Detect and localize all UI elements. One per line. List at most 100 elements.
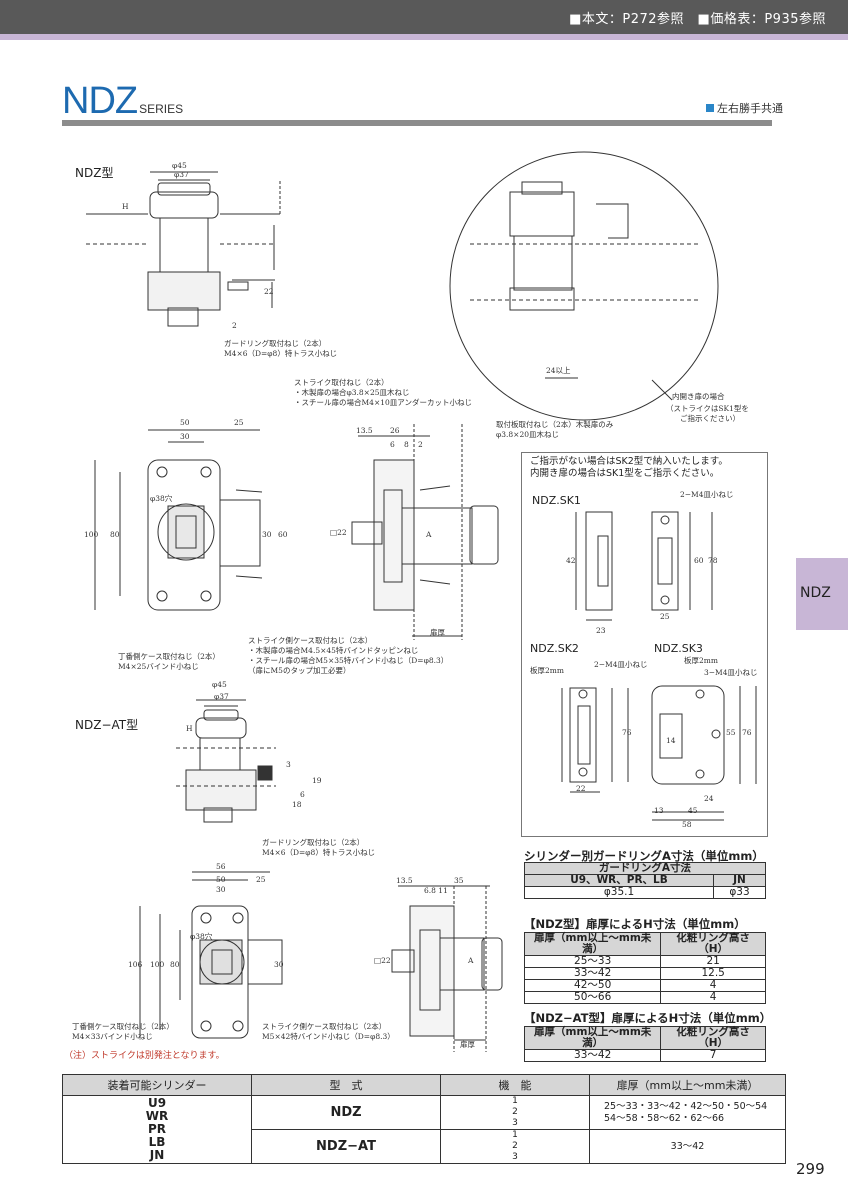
common-note: 左右勝手共通 — [706, 100, 783, 116]
dim-2: 2 — [232, 321, 237, 330]
sk3-drawing — [652, 686, 756, 820]
at-dim-25: 25 — [256, 875, 266, 884]
spec-col-function: 機 能 — [440, 1074, 590, 1096]
function-ndzat: 1 2 3 — [440, 1129, 590, 1164]
hinge-screw-note-2: M4×25バインド小ねじ — [118, 662, 199, 671]
table-cell: 7 — [660, 1049, 766, 1062]
table-cell: 42〜50 — [523, 979, 662, 992]
ndzat-front-view — [140, 872, 282, 1038]
dim-phi45: φ45 — [172, 161, 187, 170]
at-dim-hole: φ38穴 — [190, 932, 213, 941]
side-tab: NDZ — [796, 558, 848, 630]
strike-note-2: 内開き扉の場合はSK1型をご指示ください。 — [530, 468, 720, 479]
ndz-front-view — [95, 430, 262, 610]
ndz-h-col-2: 化粧リング高さ（H） — [660, 932, 766, 956]
page-references: ■本文：P272参照 ■価格表：P935参照 — [569, 12, 826, 27]
table-cell: 4 — [660, 991, 766, 1004]
sk3-dim-13: 13 — [654, 806, 664, 815]
ndz-h-table-title: 【NDZ型】扉厚によるH寸法（単位mm） — [524, 917, 746, 931]
guard-val-2: φ33 — [713, 886, 766, 899]
sk1-dim-78: 78 — [708, 556, 718, 565]
dim-phi37: φ37 — [174, 170, 189, 179]
cylinder-item: JN — [149, 1148, 165, 1162]
at-dim-phi37: φ37 — [214, 692, 229, 701]
sk3-dim-24: 24 — [704, 794, 714, 803]
guard-table-title: シリンダー別ガードリングA寸法（単位mm） — [524, 849, 764, 863]
ndzat-h-col-2: 化粧リング高さ（H） — [660, 1026, 766, 1050]
dim-25: 25 — [234, 418, 244, 427]
sk1-drawing — [576, 512, 712, 620]
at-dim-sq22: □22 — [374, 956, 391, 965]
sk1-dim-42: 42 — [566, 556, 576, 565]
cylinder-item: PR — [147, 1122, 167, 1136]
strike-screw-note-3: ・スチール扉の場合M4×10皿アンダーカット小ねじ — [294, 398, 472, 407]
spec-table: 装着可能シリンダー 型 式 機 能 扉厚（mm以上〜mm未満） U9 WR PR… — [62, 1074, 786, 1164]
dim-hole: φ38穴 — [150, 494, 173, 503]
at-case-note-1: ストライク側ケース取付ねじ（2本） — [262, 1022, 387, 1031]
dim-26: 26 — [390, 426, 400, 435]
at-case-note-2: M5×42特バインド小ねじ（D=φ8.3） — [262, 1032, 395, 1041]
dim-A: A — [426, 530, 432, 539]
sk1-screw: 2−M4皿小ねじ — [680, 490, 734, 499]
dim-24-min: 24以上 — [546, 366, 571, 375]
sk1-dim-60: 60 — [694, 556, 704, 565]
dim-6: 6 — [390, 440, 395, 449]
sk2-plate: 板厚2mm — [530, 666, 564, 675]
at-dim-H: H — [186, 724, 193, 733]
at-dim-A: A — [468, 956, 474, 965]
inward-note-1: 内開き扉の場合 — [672, 392, 725, 401]
dim-2b: 2 — [418, 440, 423, 449]
thickness-ndz: 25〜33・33〜42・42〜50・50〜54 54〜58・58〜62・62〜6… — [589, 1095, 786, 1130]
function-item: 2 — [512, 1141, 518, 1151]
at-dim-19: 19 — [312, 776, 322, 785]
dim-22: 22 — [264, 287, 274, 296]
sk3-dim-58: 58 — [682, 820, 692, 829]
spec-col-model: 型 式 — [251, 1074, 441, 1096]
ndz-type-label: NDZ型 — [75, 166, 114, 180]
sk3-dim-76: 76 — [742, 728, 752, 737]
function-item: 3 — [512, 1152, 518, 1162]
inward-note-2: （ストライクはSK1型を — [666, 404, 749, 413]
table-cell: 25〜33 — [523, 955, 662, 968]
sk3-label: NDZ.SK3 — [654, 642, 703, 655]
sk3-dim-14: 14 — [666, 736, 676, 745]
side-tab-label: NDZ — [800, 585, 831, 601]
model-ndz: NDZ — [251, 1095, 441, 1130]
thickness-line: 25〜33・33〜42・42〜50・50〜54 — [604, 1100, 768, 1112]
at-dim-100: 100 — [150, 960, 165, 969]
table-cell: 50〜66 — [523, 991, 662, 1004]
strike-screw-note-1: ストライク取付ねじ（2本） — [294, 378, 389, 387]
table-cell: 21 — [660, 955, 766, 968]
sk2-dim-76: 76 — [622, 728, 632, 737]
plate-screw-note-1: 取付板取付ねじ（2本）木製扉のみ — [496, 420, 614, 429]
at-dim-13-5: 13.5 — [396, 876, 413, 885]
sk1-dim-23: 23 — [596, 626, 606, 635]
at-dim-phi45: φ45 — [212, 680, 227, 689]
at-dim-56: 56 — [216, 862, 226, 871]
table-row: U9 WR PR LB JN NDZ 1 2 3 25〜33・33〜42・42〜… — [62, 1095, 786, 1164]
guard-col-2: JN — [713, 874, 766, 887]
dim-100: 100 — [84, 530, 99, 539]
title-main: NDZ — [62, 80, 138, 122]
case-screw-note-1: ストライク側ケース取付ねじ（2本） — [248, 636, 373, 645]
header-accent-line — [0, 34, 848, 40]
strike-note-1: ご指示がない場合はSK2型で納入いたします。 — [530, 456, 728, 467]
thickness-ndzat: 33〜42 — [589, 1129, 786, 1164]
ndzat-side-view — [176, 700, 276, 822]
dim-H: H — [122, 202, 129, 211]
guard-ring-table: ガードリングA寸法 U9、WR、PR、LB JN φ35.1 φ33 — [524, 862, 766, 899]
dim-8: 8 — [404, 440, 409, 449]
at-dim-35: 35 — [454, 876, 464, 885]
table-cell: 33〜42 — [523, 967, 662, 980]
ndzat-h-col-1: 扉厚（mm以上〜mm未満） — [523, 1026, 662, 1050]
ndz-section-view — [352, 424, 498, 640]
sk1-dim-25: 25 — [660, 612, 670, 621]
at-dim-30b: 30 — [274, 960, 284, 969]
spec-col-cylinder: 装着可能シリンダー — [62, 1074, 252, 1096]
ndzat-type-label: NDZ−AT型 — [75, 718, 139, 732]
inward-door-detail — [450, 152, 718, 420]
